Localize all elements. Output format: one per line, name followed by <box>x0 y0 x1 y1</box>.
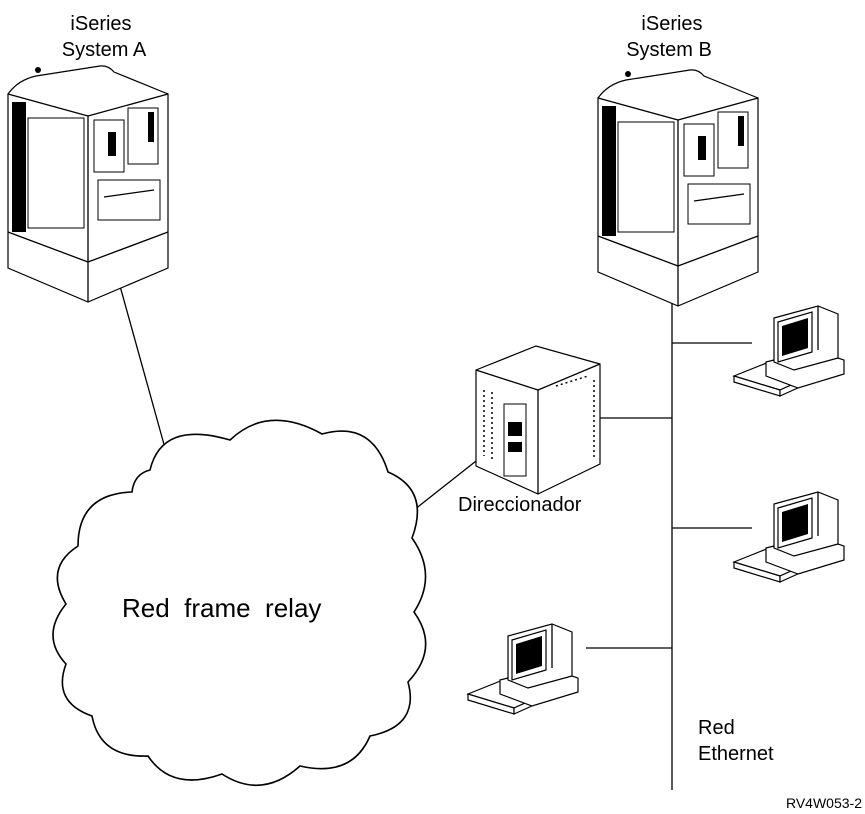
system-b-label-line1: iSeries <box>641 13 702 35</box>
workstation-icon <box>733 305 845 397</box>
cloud-icon <box>52 419 427 786</box>
workstation-3 <box>467 623 579 715</box>
workstation-icon <box>733 491 845 583</box>
system-a-label-line2: System A <box>62 39 147 61</box>
cloud-label: Red frame relay <box>122 593 321 623</box>
router-tower-icon <box>475 345 601 495</box>
router-label: Direccionador <box>458 494 582 516</box>
workstation-2 <box>733 491 845 583</box>
system-a-server-icon <box>7 65 169 303</box>
ethernet-label-line1: Red <box>698 717 735 739</box>
system-b-server-icon <box>597 69 759 307</box>
figure-id: RV4W053-2 <box>786 795 862 811</box>
ethernet-label-line2: Ethernet <box>698 743 774 765</box>
workstation-1 <box>733 305 845 397</box>
system-b-label-line2: System B <box>626 39 712 61</box>
workstation-icon <box>467 623 579 715</box>
system-a-label-line1: iSeries <box>70 13 131 35</box>
